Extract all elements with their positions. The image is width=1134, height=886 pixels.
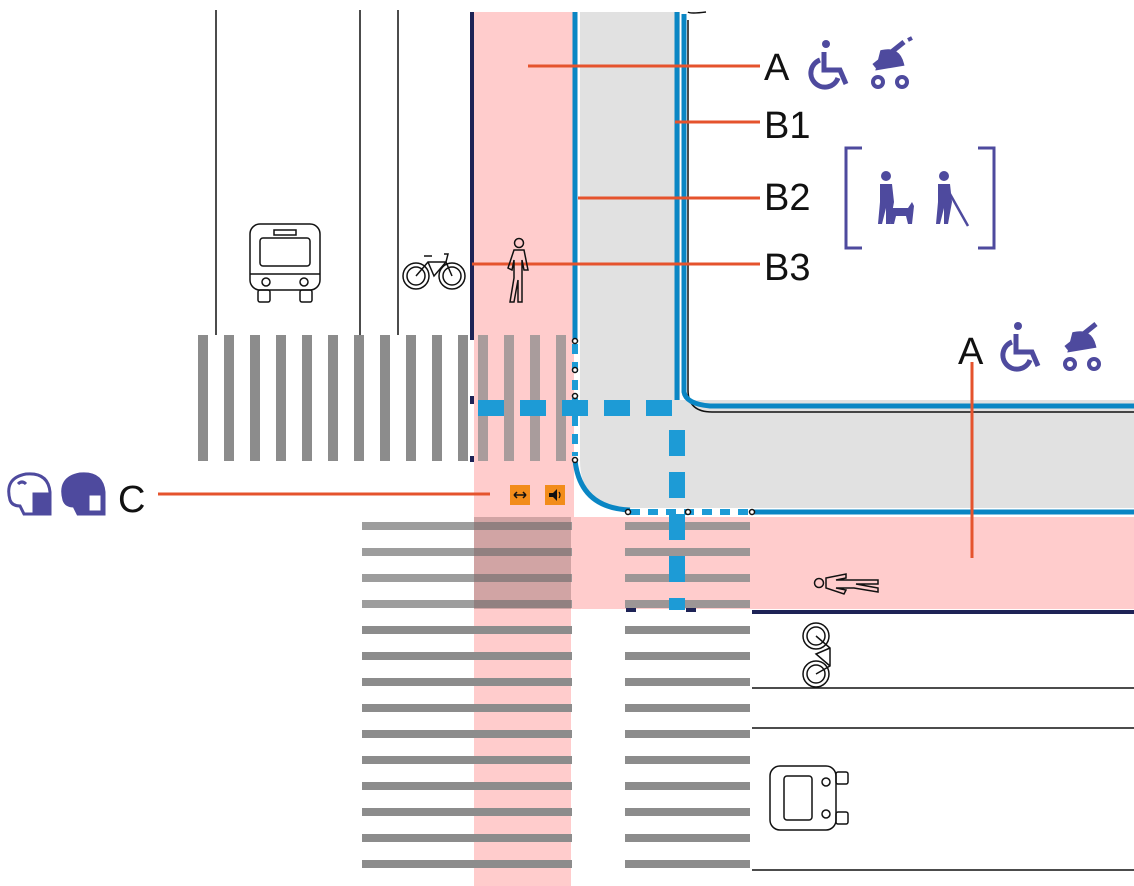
hearing-impaired-icon bbox=[61, 472, 106, 516]
bus-icon bbox=[249, 223, 321, 303]
wheelchair-icon bbox=[808, 40, 849, 90]
label-b2: B2 bbox=[764, 177, 810, 219]
label-a-top: A bbox=[764, 47, 790, 89]
tactile-dash bbox=[478, 400, 688, 610]
white-cane-walker-icon bbox=[936, 171, 970, 227]
wheelchair-icon bbox=[1000, 322, 1041, 372]
stroller-icon bbox=[871, 36, 913, 89]
label-b1: B1 bbox=[764, 105, 810, 147]
crossing-arrow-signal-icon bbox=[510, 485, 530, 505]
label-b3: B3 bbox=[764, 247, 810, 289]
hearing-impaired-icon bbox=[7, 472, 52, 516]
curb bbox=[470, 12, 1134, 614]
lane-lines-top bbox=[215, 10, 399, 335]
tactile-dots bbox=[571, 337, 756, 516]
lane-lines-right bbox=[752, 687, 1134, 871]
pedestrian-icon bbox=[507, 237, 529, 303]
guide-dog-walker-icon bbox=[878, 171, 914, 224]
crosswalk-south-left bbox=[362, 522, 572, 868]
crosswalk-west bbox=[198, 335, 566, 461]
label-a-right: A bbox=[958, 331, 984, 373]
stroller-icon bbox=[1063, 322, 1101, 371]
bicycle-icon bbox=[802, 622, 831, 688]
tactile-line bbox=[572, 11, 1134, 515]
bus-icon bbox=[769, 765, 849, 831]
bicycle-icon bbox=[402, 253, 466, 290]
label-c: C bbox=[118, 479, 145, 521]
bracket bbox=[844, 146, 996, 250]
guidance-zone bbox=[580, 12, 1134, 508]
leader-lines bbox=[158, 64, 974, 558]
building-block bbox=[688, 0, 1134, 390]
crosswalk-overlap bbox=[474, 517, 571, 609]
pedestrian-icon bbox=[813, 573, 879, 595]
acoustic-signal-icon bbox=[545, 485, 565, 505]
crosswalk-south-right bbox=[625, 522, 750, 868]
